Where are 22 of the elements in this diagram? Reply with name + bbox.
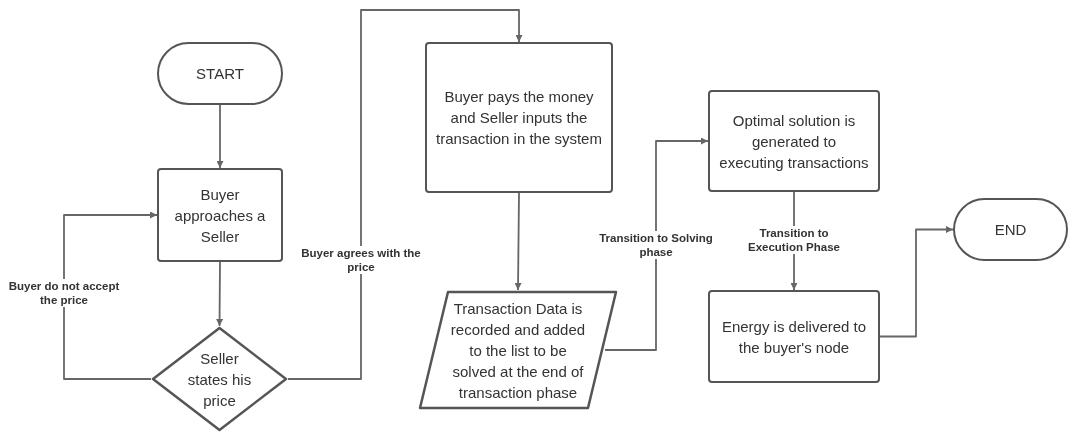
process-box — [708, 90, 880, 192]
node-text: Transaction Data is recorded and added to the list to be solved at the end of transaction phase — [449, 298, 587, 403]
connector-arrow — [216, 104, 224, 169]
node-text: START — [195, 64, 245, 84]
connector-arrow — [287, 9, 523, 380]
decision-diamond — [151, 326, 288, 432]
connector-arrow — [216, 261, 224, 327]
process-box — [157, 168, 283, 262]
node-text: Seller states his price — [186, 348, 253, 411]
connector-arrow — [879, 226, 954, 338]
connector-arrow — [604, 137, 709, 351]
process-box — [708, 290, 880, 383]
data-parallelogram — [418, 290, 618, 410]
node-text: Buyer approaches a Seller — [173, 184, 267, 247]
connector-arrow — [514, 192, 522, 291]
process-box — [425, 42, 613, 193]
node-text: Buyer pays the money and Seller inputs the transaction in the system — [435, 87, 603, 149]
node-text: END — [993, 220, 1028, 240]
edge-label: Buyer agrees with the price — [299, 246, 423, 274]
node-text: Optimal solution is generated to executing transactions — [718, 110, 870, 173]
node-text: Energy is delivered to the buyer's node — [720, 316, 868, 358]
connector-arrow — [63, 211, 158, 380]
